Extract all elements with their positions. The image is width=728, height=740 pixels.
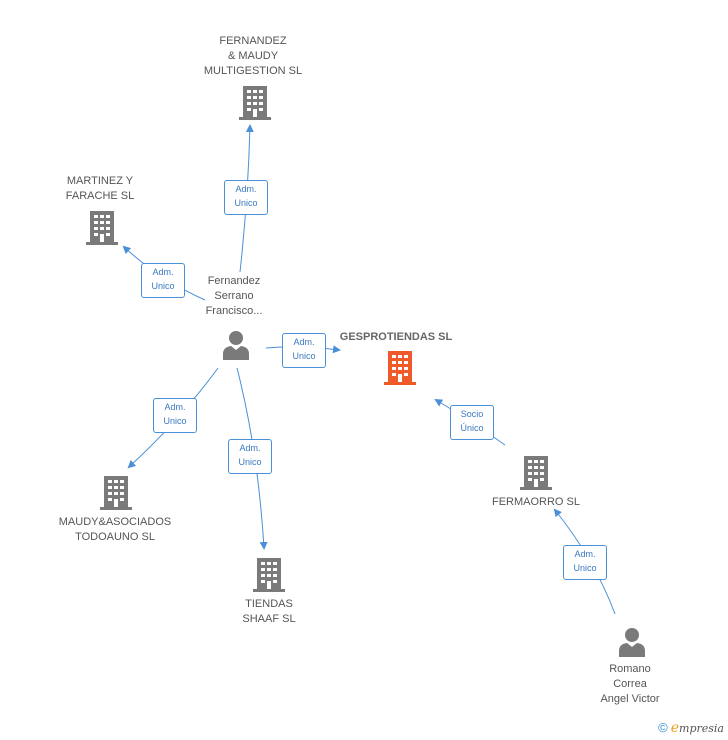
relation-label[interactable]: Adm. Unico — [282, 333, 326, 368]
node-label: Romano Correa Angel Victor — [600, 663, 660, 705]
relation-label[interactable]: Adm. Unico — [224, 180, 268, 215]
node-label: FERNANDEZ & MAUDY MULTIGESTION SL — [203, 35, 303, 77]
node-label: Fernandez Serrano Francisco... — [205, 275, 263, 317]
brand-logo: empresia — [670, 720, 724, 736]
building-icon — [520, 456, 552, 490]
relation-label[interactable]: Adm. Unico — [228, 439, 272, 474]
person-icon — [223, 331, 249, 360]
relation-label[interactable]: Adm. Unico — [563, 545, 607, 580]
node-label: FERMAORRO SL — [491, 496, 580, 508]
relation-label[interactable]: Adm. Unico — [141, 263, 185, 298]
building-icon — [384, 351, 416, 385]
building-icon — [100, 476, 132, 510]
node-label: TIENDAS SHAAF SL — [242, 598, 296, 625]
building-icon — [253, 558, 285, 592]
building-icon — [239, 86, 271, 120]
person-icon — [619, 628, 645, 657]
relation-label[interactable]: Socio Único — [450, 405, 494, 440]
node-label: MAUDY&ASOCIADOS TODOAUNO SL — [58, 516, 172, 543]
building-icon — [86, 211, 118, 245]
node-label: MARTINEZ Y FARACHE SL — [65, 175, 135, 202]
copyright-icon: © — [658, 720, 668, 735]
relation-label[interactable]: Adm. Unico — [153, 398, 197, 433]
footer-brand[interactable]: ©empresia — [658, 720, 724, 736]
node-label: GESPROTIENDAS SL — [339, 331, 453, 343]
